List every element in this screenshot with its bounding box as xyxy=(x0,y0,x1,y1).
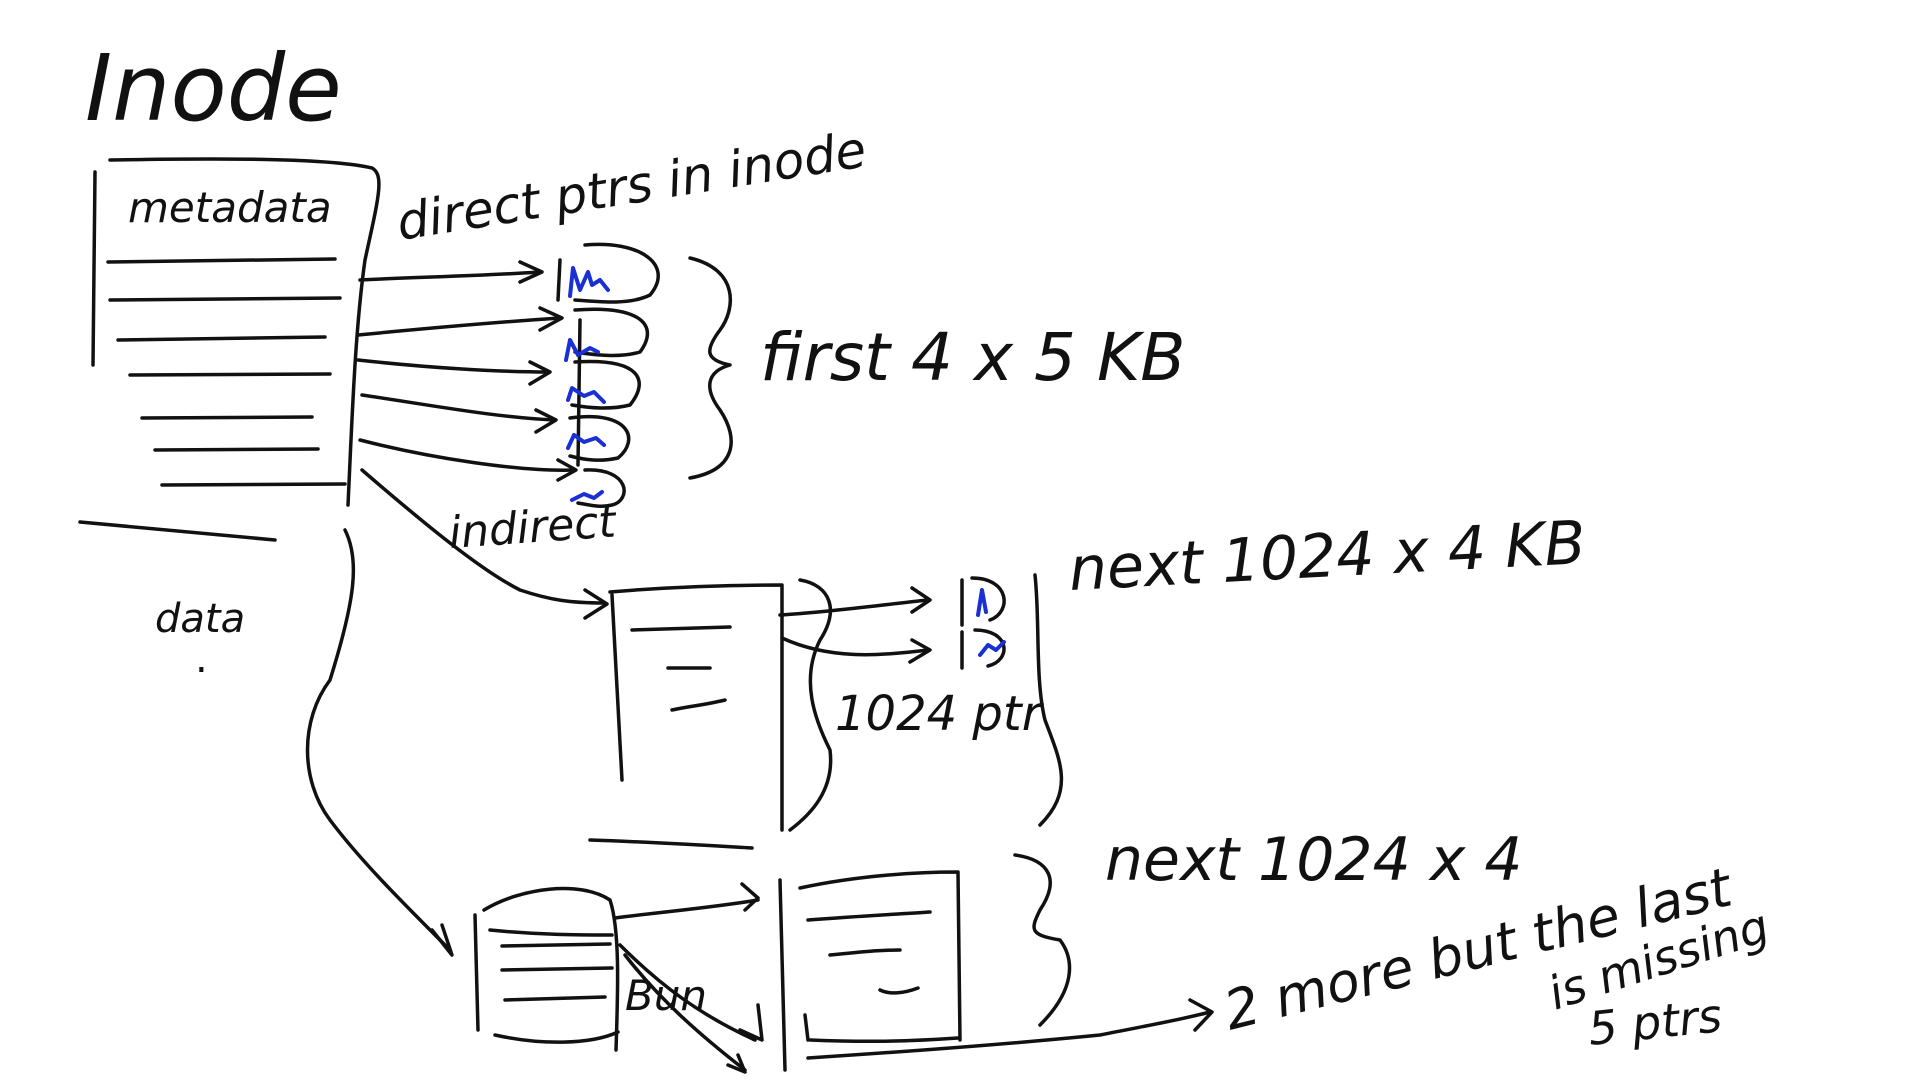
data-label: data xyxy=(155,596,245,642)
triple-indirect-arrowhead xyxy=(1188,998,1214,1032)
indirect-arrow xyxy=(360,468,607,605)
indirect-block xyxy=(588,576,1006,850)
double-indirect-block: Bun xyxy=(473,882,764,1074)
triple-indirect-arrow xyxy=(806,1010,1212,1060)
direct-ptrs-label: direct ptrs in inode xyxy=(393,120,870,251)
bun-label: Bun xyxy=(625,971,707,1020)
direct-data-blocks xyxy=(556,242,733,508)
first-blocks-label: first 4 x 5 KB xyxy=(760,319,1186,396)
indirect-arrowhead xyxy=(583,588,609,620)
indirect-label: indirect xyxy=(447,496,619,559)
next-1024-label: next 1024 x 4 KB xyxy=(1067,508,1587,605)
metadata-label: metadata xyxy=(128,183,332,232)
diagram-title: Inode xyxy=(85,35,342,142)
inode-block: metadata data . xyxy=(78,157,381,682)
double-indirect-arrowhead xyxy=(430,923,454,957)
next-1024-squared-label: next 1024 x 4 xyxy=(1105,825,1523,895)
second-level-block xyxy=(778,870,962,1072)
double-indirect-arrow xyxy=(305,528,452,952)
data-dots: . xyxy=(195,636,208,682)
next-1024-brace xyxy=(1033,573,1064,827)
ptrs-1024-label: 1024 ptr xyxy=(835,686,1045,742)
direct-pointer-arrows xyxy=(356,260,578,482)
next-1024-squared-brace xyxy=(1013,853,1072,1027)
